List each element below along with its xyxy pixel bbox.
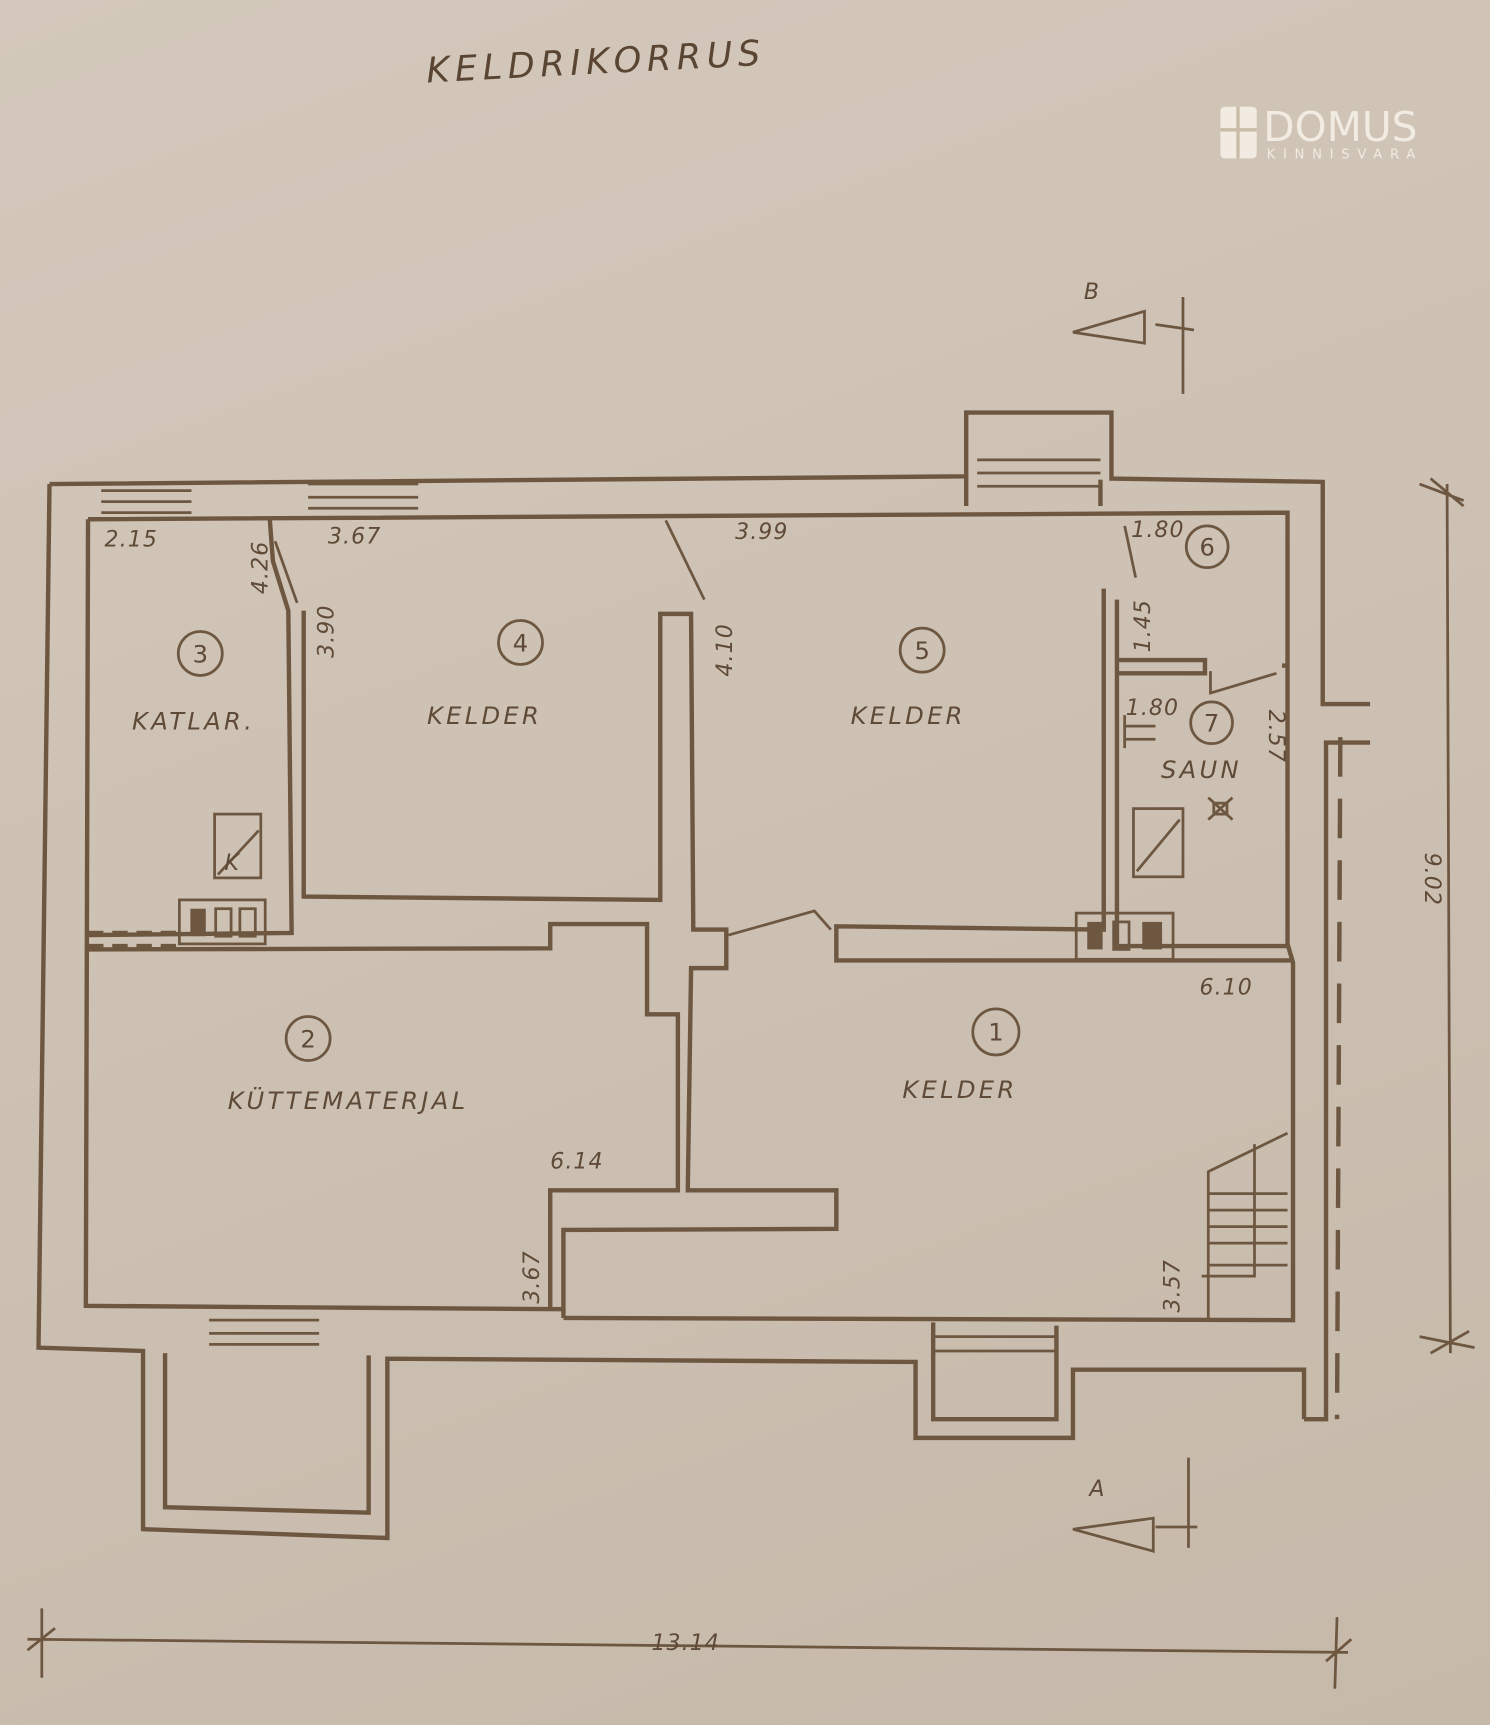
room-number: 7 [1204, 710, 1219, 738]
room-number: 2 [300, 1025, 315, 1053]
dimension: 6.14 [550, 1149, 603, 1174]
sauna-stove-icon [1132, 807, 1185, 879]
section-marker-a: A [1087, 1477, 1105, 1502]
dimension: 4.26 [248, 541, 273, 594]
logo-name: DOMUS [1263, 103, 1417, 151]
plan-title: KELDRIKORRUS [425, 33, 766, 92]
domus-logo: DOMUS KINNISVARA [1220, 103, 1423, 162]
section-marker-b: B [1084, 280, 1100, 305]
dimension: 2.57 [1263, 710, 1288, 763]
dimension-labels: 2.15 4.26 3.67 3.90 3.99 4.10 1.80 1.45 … [105, 280, 1445, 1656]
room-name: KATLAR. [132, 707, 255, 735]
room-number: 6 [1199, 534, 1214, 562]
boiler-icon [213, 812, 263, 880]
room-labels: 1 KELDER 2 KÜTTEMATERJAL 3 KATLAR. 4 KEL… [132, 534, 1242, 1115]
dimension: 6.10 [1199, 976, 1252, 1001]
dimension: 3.57 [1161, 1259, 1186, 1312]
floor-drain-icon [1207, 796, 1234, 821]
dimension: 2.15 [105, 528, 158, 553]
dimension-total-depth: 9.02 [1419, 853, 1444, 906]
boiler-label: K [224, 851, 240, 876]
dimension: 4.10 [713, 623, 738, 676]
walls [26, 297, 1475, 1689]
dimension: 3.67 [328, 524, 381, 549]
dimension: 3.99 [735, 520, 788, 545]
dimension: 3.67 [520, 1250, 545, 1303]
room-number: 5 [914, 637, 929, 665]
room-number: 1 [988, 1019, 1003, 1047]
room-name: SAUN [1161, 756, 1242, 784]
dimension: 1.80 [1126, 696, 1179, 721]
room-number: 3 [193, 640, 208, 668]
room-name: KELDER [902, 1076, 1017, 1104]
room-name: KÜTTEMATERJAL [228, 1086, 469, 1115]
room-name: KELDER [427, 702, 542, 730]
dimension: 1.80 [1131, 518, 1184, 543]
dimension: 3.90 [314, 604, 339, 657]
room-name: KELDER [851, 702, 966, 730]
dimension-total-width: 13.14 [651, 1631, 719, 1656]
dimension: 1.45 [1131, 599, 1156, 652]
room-number: 4 [513, 629, 528, 657]
logo-subtitle: KINNISVARA [1267, 147, 1423, 162]
